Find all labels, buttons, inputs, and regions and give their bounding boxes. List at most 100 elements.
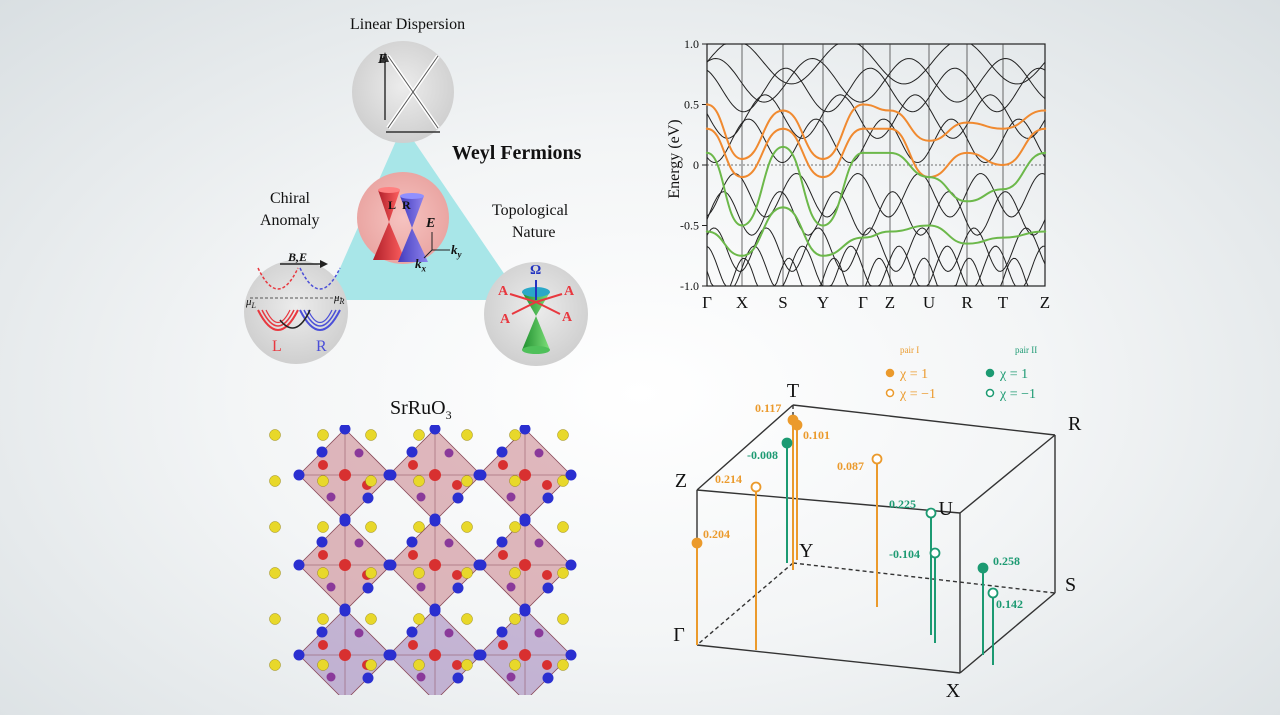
band-series-point <box>821 224 825 227</box>
ru-atom <box>452 660 462 670</box>
band-series-point <box>888 151 892 155</box>
green-cone-bottom <box>522 316 550 350</box>
bz-edge <box>959 592 1056 674</box>
o-atom <box>316 536 328 548</box>
o-atom <box>565 559 577 571</box>
bz-edge <box>696 562 794 646</box>
band-line <box>706 57 1046 103</box>
ru-atom <box>506 492 516 502</box>
ru-atom <box>444 448 454 458</box>
sr-atom <box>365 567 377 579</box>
ru-atom <box>429 649 441 661</box>
o-atom <box>565 469 577 481</box>
weyl-point-energy-label: 0.101 <box>803 428 830 442</box>
band-series-point <box>861 127 865 130</box>
legend-marker <box>885 388 895 398</box>
o-atom <box>429 513 441 525</box>
sr-atom <box>509 659 521 671</box>
bz-edge <box>696 644 961 674</box>
band-line <box>706 172 1046 218</box>
o-atom <box>316 626 328 638</box>
y-tick-label: -1.0 <box>680 279 699 293</box>
weyl-point-marker <box>781 437 793 449</box>
bz-point-label: Z <box>675 470 687 492</box>
bz-point-label: Γ <box>673 624 685 646</box>
band-series-point <box>1043 230 1047 233</box>
weyl-point-marker <box>787 414 799 426</box>
band-series-point <box>1043 109 1047 112</box>
band-series-line <box>706 145 1046 227</box>
x-tick-label: Y <box>817 293 829 312</box>
o-atom <box>496 536 508 548</box>
ru-atom <box>498 550 508 560</box>
bz-edge <box>792 562 1056 594</box>
bz-point-label: R <box>1068 413 1082 435</box>
band-series-point <box>1001 163 1005 167</box>
o-atom <box>473 559 485 571</box>
o-atom <box>473 469 485 481</box>
sr-atom <box>557 521 569 533</box>
bz-point-label: T <box>787 380 799 402</box>
band-series-point <box>927 175 931 179</box>
o-atom <box>473 649 485 661</box>
band-line <box>706 191 1046 236</box>
ru-atom <box>326 492 336 502</box>
sr-atom <box>557 429 569 441</box>
ru-atom <box>339 649 351 661</box>
x-tick-label: S <box>778 293 787 312</box>
ru-atom <box>318 640 328 650</box>
band-series-line <box>706 103 1046 160</box>
sr-atom <box>413 521 425 533</box>
y-tick-label: -0.5 <box>680 219 699 233</box>
sr-atom <box>365 429 377 441</box>
legend-label: χ = 1 <box>999 367 1028 382</box>
energy-axis-label: E <box>378 52 388 67</box>
o-atom <box>339 425 351 435</box>
x-tick-label: R <box>961 293 973 312</box>
sr-atom <box>413 475 425 487</box>
bz-edge <box>696 404 794 491</box>
bz-edge <box>959 434 1056 514</box>
weyl-point-marker <box>871 453 883 465</box>
o-atom <box>339 513 351 525</box>
o-atom <box>293 469 305 481</box>
sr-atom <box>461 659 473 671</box>
ru-atom <box>318 550 328 560</box>
A-label-right-top: A <box>564 284 575 299</box>
o-atom <box>519 603 531 615</box>
band-series-point <box>861 236 865 239</box>
band-series-point <box>965 121 969 124</box>
sr-atom <box>461 475 473 487</box>
center-R-label: R <box>402 198 411 212</box>
sr-atom <box>461 521 473 533</box>
band-series-point <box>740 254 744 257</box>
weyl-point-marker <box>929 547 941 559</box>
o-atom <box>339 603 351 615</box>
ru-atom <box>354 628 364 638</box>
ru-atom <box>444 628 454 638</box>
ky-label: ky <box>451 242 462 260</box>
band-series-point <box>705 151 709 155</box>
sr-atom <box>509 521 521 533</box>
o-atom <box>429 425 441 435</box>
ru-atom <box>498 460 508 470</box>
weyl-point-energy-label: 0.142 <box>996 597 1023 611</box>
ru-atom <box>542 570 552 580</box>
x-tick-label: Z <box>1040 293 1050 312</box>
crystal-svg <box>269 425 577 695</box>
band-line <box>706 43 1046 85</box>
band-series-point <box>740 224 744 227</box>
o-atom <box>542 672 554 684</box>
x-tick-label: T <box>998 293 1009 312</box>
weyl-point-energy-label: 0.087 <box>837 459 864 473</box>
sr-atom <box>557 475 569 487</box>
o-atom <box>406 626 418 638</box>
band-series-point <box>965 151 969 155</box>
bz-point-label: Y <box>799 540 813 562</box>
ru-atom <box>519 649 531 661</box>
chiral-label: Chiral <box>270 190 310 207</box>
band-series-point <box>1001 127 1005 130</box>
ru-atom <box>354 538 364 548</box>
center-L-label: L <box>388 198 397 212</box>
band-series-point <box>1043 127 1047 130</box>
